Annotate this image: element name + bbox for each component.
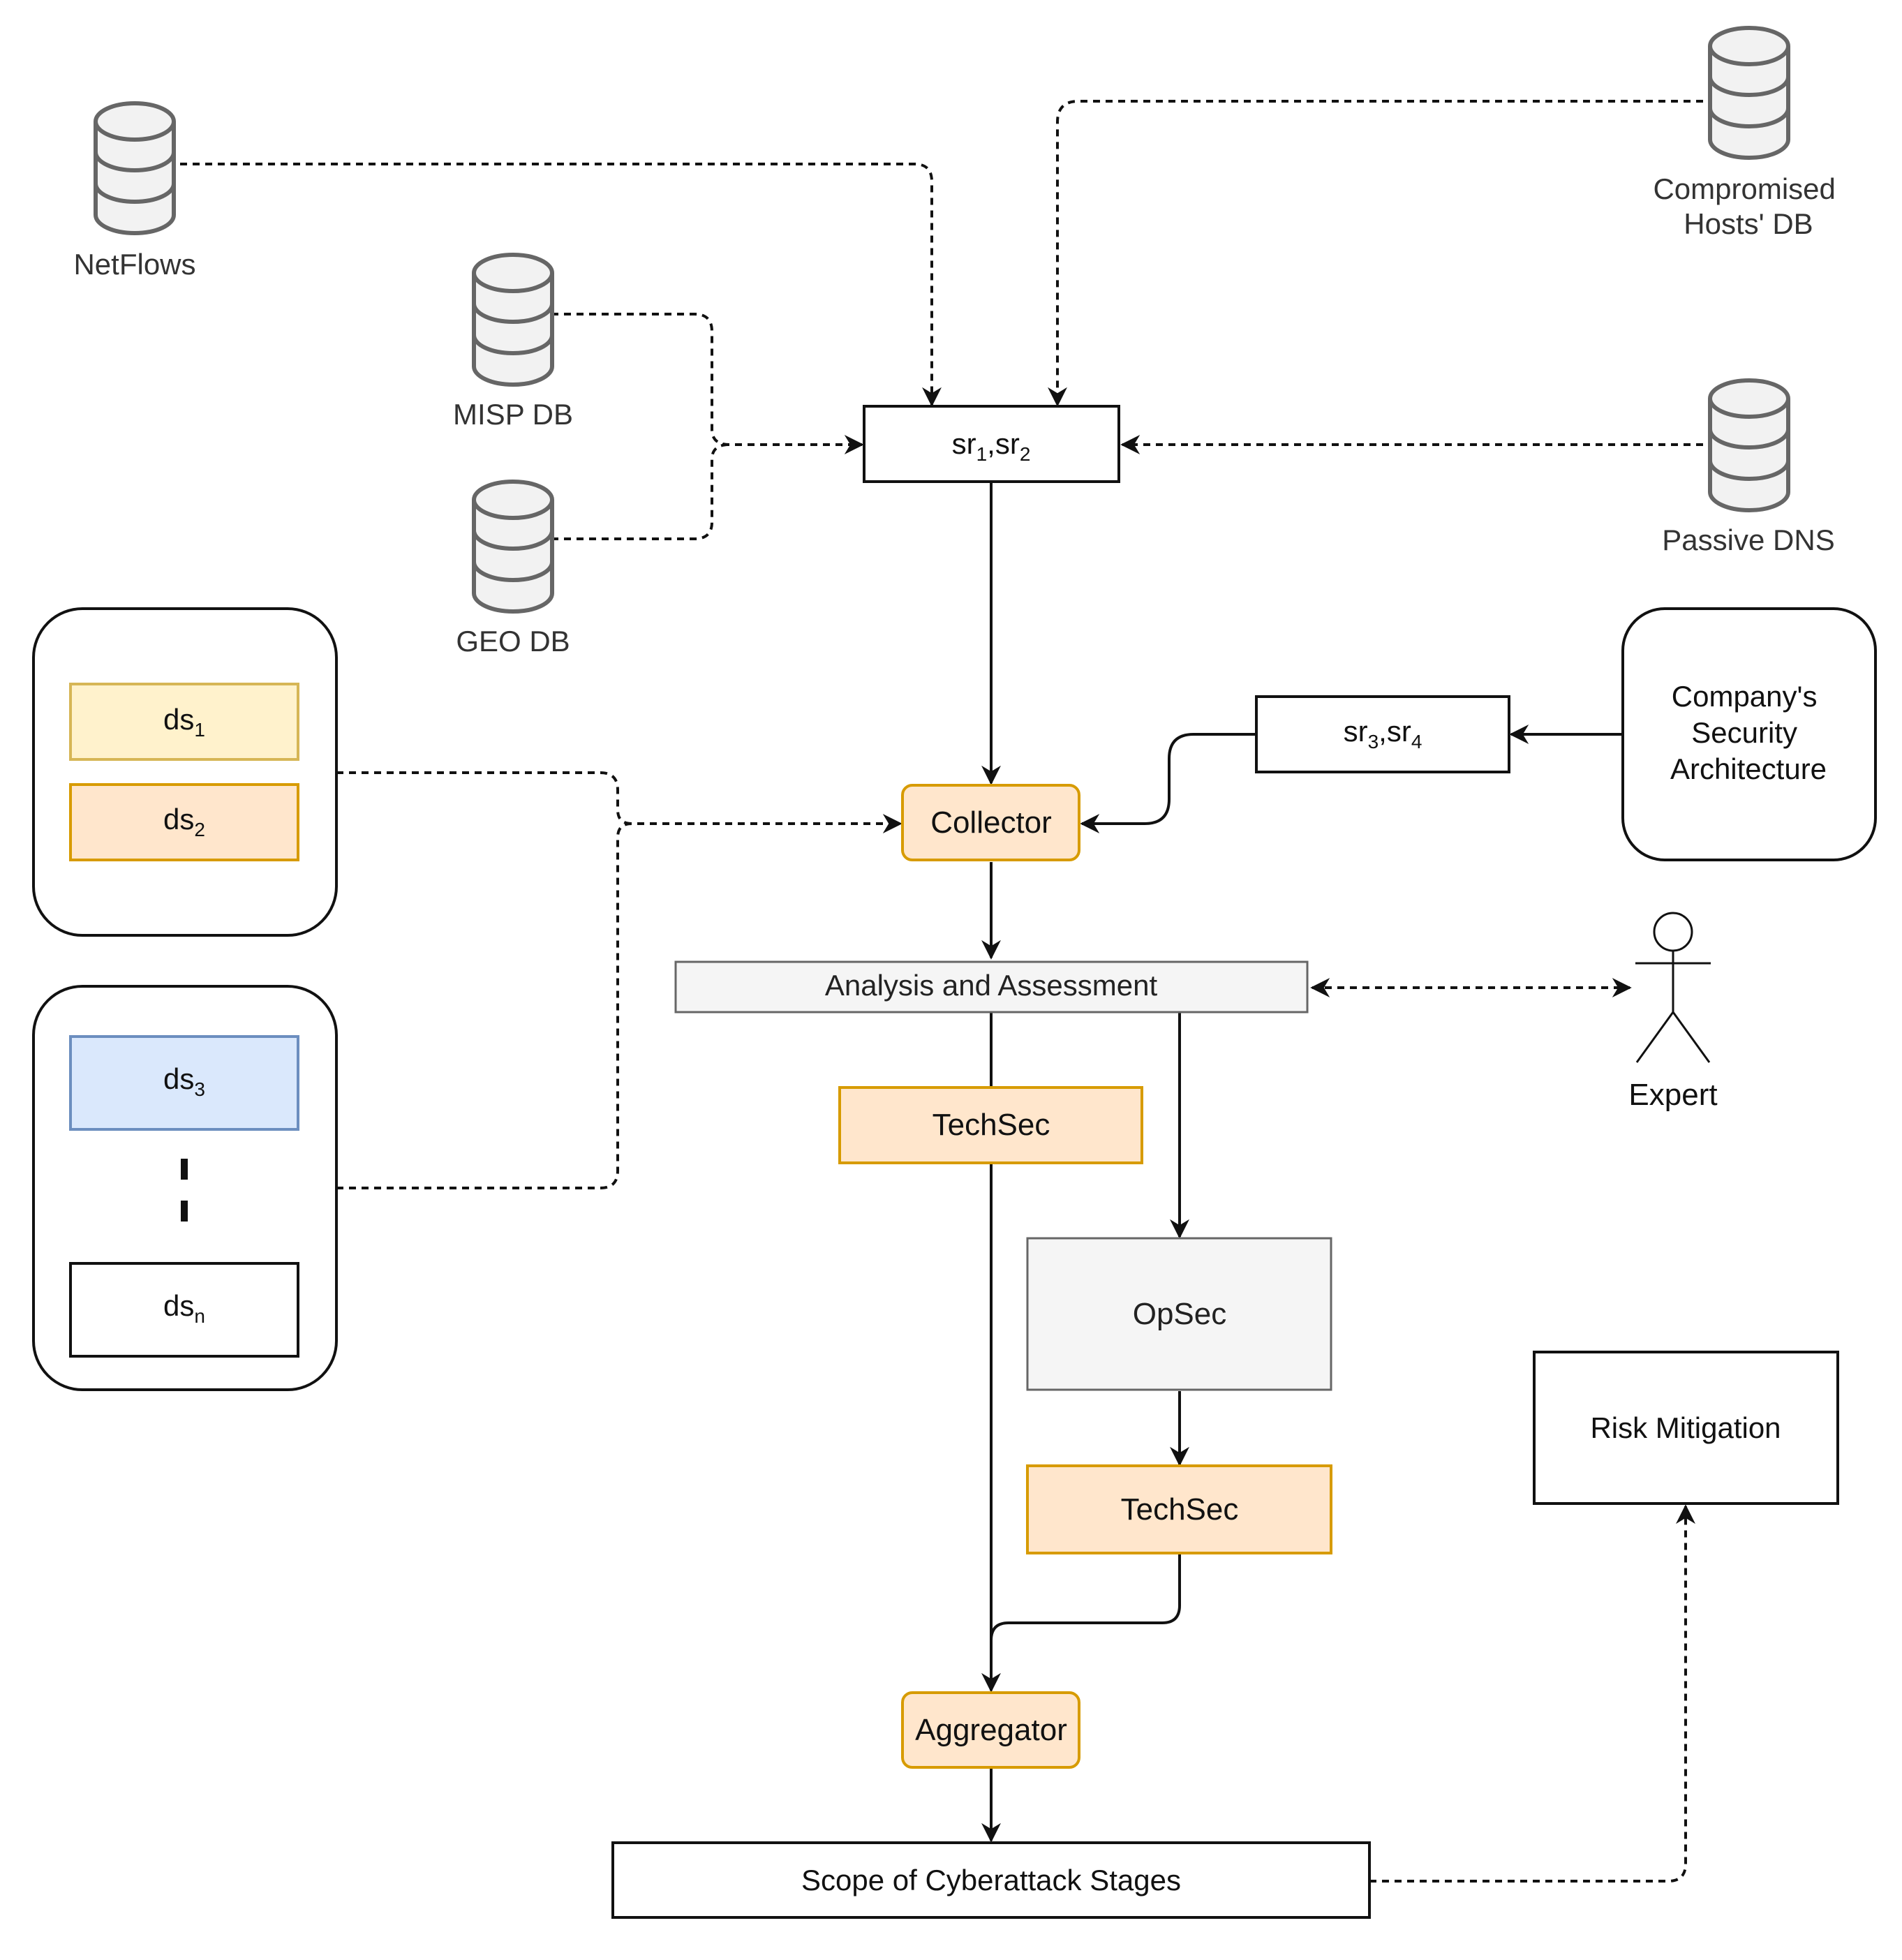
ds2-box: ds2 <box>69 783 299 861</box>
ds1-label: ds1 <box>163 703 205 741</box>
edge-misp-to-merge <box>551 313 730 446</box>
data-source-group-2: ds3 dsn <box>32 985 338 1391</box>
compromised-hosts-db: Compromised Hosts' DB <box>1653 26 1843 240</box>
techsec-1-label: TechSec <box>933 1108 1050 1142</box>
netflows-label: NetFlows <box>73 248 195 281</box>
ds3-label: ds3 <box>163 1062 205 1100</box>
passive-dns-db: Passive DNS <box>1662 378 1835 556</box>
expert-label: Expert <box>1628 1078 1717 1112</box>
ds3-box: ds3 <box>69 1035 299 1131</box>
dsn-label: dsn <box>163 1289 205 1327</box>
company-security-architecture: Company's Security Architecture <box>1621 607 1877 861</box>
dsn-box: dsn <box>69 1262 299 1358</box>
edge-compromised-to-sr12 <box>1048 100 1703 407</box>
misp-label: MISP DB <box>453 398 573 431</box>
risk-mitigation-node: Risk Mitigation <box>1533 1351 1839 1505</box>
edges <box>168 100 1703 1883</box>
aggregator-label: Aggregator <box>915 1713 1067 1747</box>
sr34-label: sr3,sr4 <box>1344 715 1422 752</box>
edge-group2-to-merge <box>336 822 632 1189</box>
company-label-line1: Company's <box>1672 680 1818 713</box>
netflows-db: NetFlows <box>73 101 196 281</box>
company-label-line2: Security <box>1691 716 1797 749</box>
scope-label: Scope of Cyberattack Stages <box>801 1864 1181 1896</box>
data-source-group-1: ds1 ds2 <box>32 607 338 937</box>
risk-label: Risk Mitigation <box>1590 1411 1781 1444</box>
sr34-box: sr3,sr4 <box>1255 695 1510 773</box>
database-icon <box>1708 26 1790 160</box>
techsec-node-2: TechSec <box>1026 1464 1332 1554</box>
analysis-label: Analysis and Assessment <box>825 969 1158 1002</box>
passive-dns-label: Passive DNS <box>1662 524 1834 556</box>
misp-db: MISP DB <box>453 253 573 431</box>
aggregator-node: Aggregator <box>901 1691 1080 1769</box>
database-icon <box>472 253 554 387</box>
scope-of-cyberattack-stages: Scope of Cyberattack Stages <box>611 1841 1371 1919</box>
geo-label: GEO DB <box>456 625 570 658</box>
edge-netflows-to-sr12 <box>168 163 942 407</box>
sr12-box: sr1,sr2 <box>863 405 1120 483</box>
techsec-node-1: TechSec <box>838 1086 1143 1164</box>
techsec-2-label: TechSec <box>1121 1492 1239 1527</box>
opsec-label: OpSec <box>1133 1297 1227 1331</box>
expert-actor: Expert <box>1628 912 1718 1112</box>
compromised-label-line1: Compromised <box>1653 172 1835 205</box>
geo-db: GEO DB <box>456 480 570 658</box>
person-icon <box>1635 912 1711 1063</box>
compromised-label-line2: Hosts' DB <box>1684 207 1813 240</box>
edge-geo-to-merge <box>551 443 730 540</box>
compromised-label: Compromised Hosts' DB <box>1653 172 1843 240</box>
opsec-node: OpSec <box>1026 1237 1332 1391</box>
database-icon <box>472 480 554 614</box>
edge-sr34-to-collector <box>1080 733 1256 833</box>
database-icon <box>94 101 176 235</box>
edge-group1-to-merge <box>336 771 632 825</box>
company-label: Company's Security Architecture <box>1670 680 1827 785</box>
collector-label: Collector <box>930 805 1052 840</box>
company-label-line3: Architecture <box>1670 752 1827 785</box>
collector-node: Collector <box>901 784 1080 861</box>
analysis-assessment-bar: Analysis and Assessment <box>674 960 1309 1014</box>
edge-scope-to-risk <box>1369 1504 1695 1883</box>
database-icon <box>1708 378 1790 512</box>
ds1-box: ds1 <box>69 683 299 761</box>
sr12-label: sr1,sr2 <box>952 427 1031 465</box>
ds2-label: ds2 <box>163 803 205 840</box>
edge-techsec2-to-aggregator <box>990 1553 1181 1641</box>
